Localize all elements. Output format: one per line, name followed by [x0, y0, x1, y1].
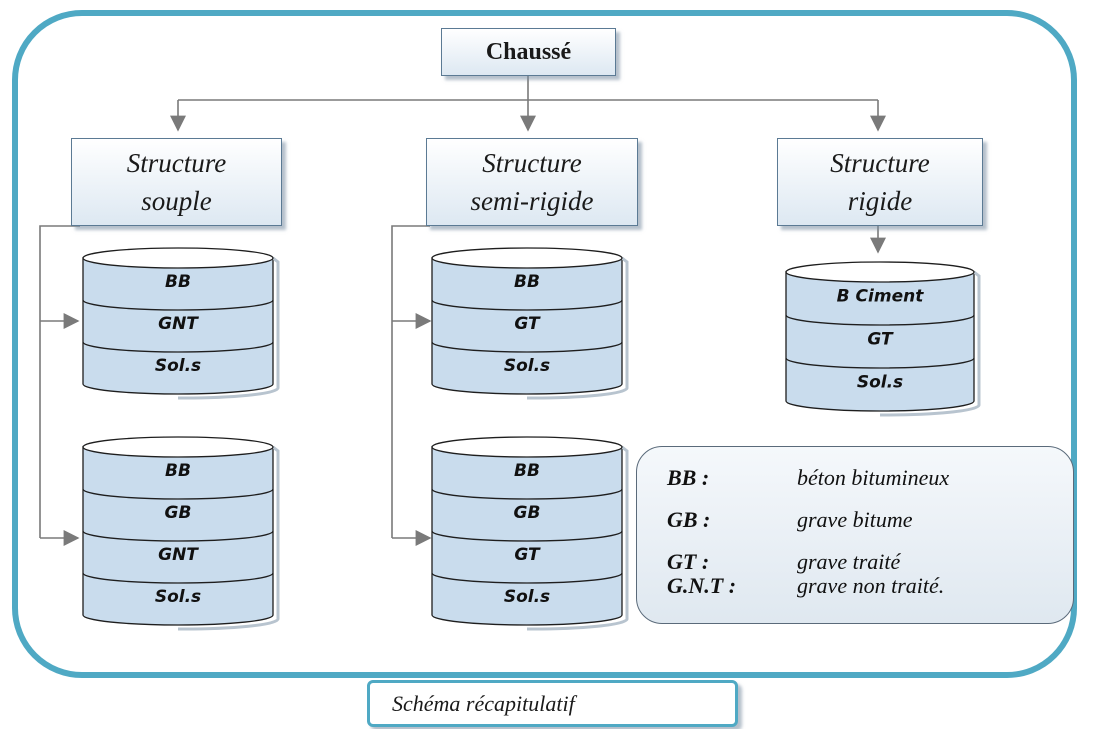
legend-def: grave traité — [797, 549, 901, 574]
structure-rigide-line2: rigide — [847, 186, 913, 216]
layer-separator — [82, 299, 274, 311]
layer-label: Sol.s — [155, 587, 201, 607]
structure-semi-line1: Structure — [482, 148, 582, 178]
layer-separator — [82, 341, 274, 353]
legend-abbr: G.N.T : — [667, 573, 737, 598]
layer-label: GNT — [158, 545, 199, 565]
cylinder-top — [785, 261, 975, 283]
structure-rigide-line1: Structure — [830, 148, 930, 178]
layer-separator — [431, 572, 623, 584]
cylinder-souple-1: BB GNT Sol.s — [82, 247, 280, 400]
structure-semi-rigide: Structure semi-rigide — [426, 138, 638, 226]
layer-separator — [431, 530, 623, 542]
layer-separator — [82, 488, 274, 500]
layer-separator — [431, 299, 623, 311]
layer-separator — [785, 314, 975, 326]
legend-box: BB : béton bitumineux GB : grave bitume … — [636, 446, 1074, 624]
layer-separator — [82, 572, 274, 584]
structure-souple: Structure souple — [71, 138, 282, 226]
cylinder-top — [431, 436, 623, 458]
cylinder-semi-rigide-2: BB GB GT Sol.s — [431, 436, 629, 631]
cylinder-body — [82, 446, 274, 626]
legend-def: béton bitumineux — [797, 465, 950, 490]
legend-def: grave bitume — [797, 507, 913, 532]
cylinder-body — [431, 446, 623, 626]
layer-separator — [431, 341, 623, 353]
legend-abbr: GT : — [667, 549, 710, 574]
caption-text: Schéma récapitulatif — [392, 690, 575, 716]
outer-frame — [12, 10, 1077, 678]
root-node-chausse: Chaussé — [441, 28, 616, 76]
cylinder-body — [785, 271, 975, 412]
layer-separator — [431, 488, 623, 500]
layer-separator — [785, 357, 975, 369]
cylinder-souple-2: BB GB GNT Sol.s — [82, 436, 280, 631]
caption-box: Schéma récapitulatif — [367, 680, 738, 727]
layer-label: GT — [514, 545, 541, 565]
layer-separator — [82, 530, 274, 542]
layer-label: BB — [514, 461, 540, 481]
layer-label: GT — [867, 330, 894, 350]
cylinder-top — [431, 247, 623, 269]
cylinder-shadow — [526, 445, 629, 631]
layer-label: Sol.s — [504, 356, 550, 376]
legend-abbr: BB : — [667, 465, 710, 490]
cylinder-shadow — [879, 270, 981, 417]
layer-label: BB — [165, 272, 191, 292]
layer-label: BB — [165, 461, 191, 481]
layer-label: GT — [514, 314, 541, 334]
layer-label: Sol.s — [857, 373, 903, 393]
layer-label: GNT — [158, 314, 199, 334]
structure-souple-line2: souple — [141, 186, 212, 216]
layer-label: Sol.s — [155, 356, 201, 376]
cylinder-body — [431, 257, 623, 395]
cylinder-shadow — [177, 256, 280, 400]
layer-label: B Ciment — [837, 287, 925, 307]
legend-def: grave non traité. — [797, 573, 945, 598]
legend-abbr: GB : — [667, 507, 711, 532]
cylinder-shadow — [526, 256, 629, 400]
layer-label: Sol.s — [504, 587, 550, 607]
layer-label: GB — [514, 503, 541, 523]
structure-rigide: Structure rigide — [777, 138, 983, 226]
cylinder-body — [82, 257, 274, 395]
cylinder-semi-rigide-1: BB GT Sol.s — [431, 247, 629, 400]
structure-souple-line1: Structure — [126, 148, 227, 178]
layer-label: GB — [165, 503, 192, 523]
cylinder-top — [82, 436, 274, 458]
cylinder-top — [82, 247, 274, 269]
structure-semi-line2: semi-rigide — [470, 186, 594, 216]
cylinder-shadow — [177, 445, 280, 631]
layer-label: BB — [514, 272, 540, 292]
